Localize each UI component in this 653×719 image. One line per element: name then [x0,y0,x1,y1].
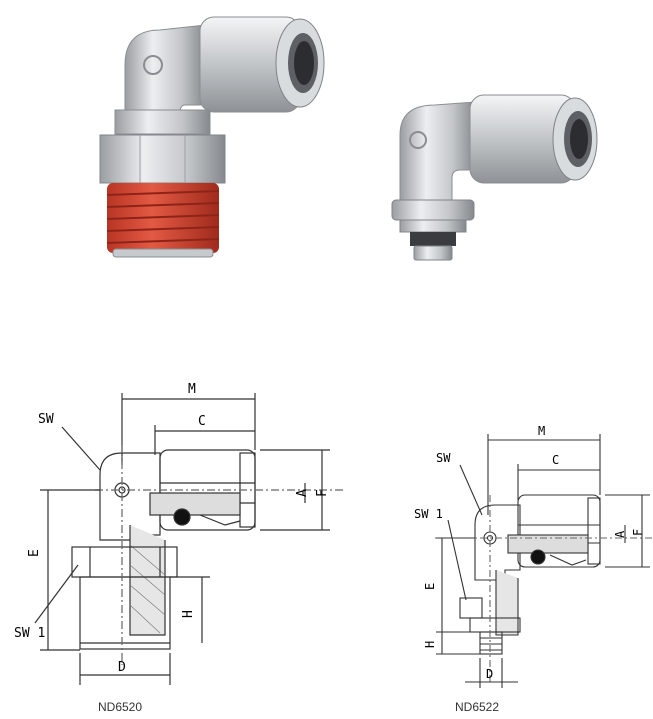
dim-label-m: M [188,382,196,397]
product-photo-nd6522 [391,94,598,261]
dim-label-sw: SW [38,412,54,427]
technical-drawing-nd6520: M C SW SW 1 A F E H D [14,382,345,685]
dim-label-sw1: SW 1 [14,626,45,641]
dim-label-sw1: SW 1 [414,507,443,521]
dim-label-d: D [118,660,126,675]
dim-label-f: F [631,529,645,536]
dim-label-c: C [198,414,206,429]
dim-label-a: A [613,530,627,538]
dim-label-f: F [315,489,330,497]
technical-drawing-nd6522: M C SW SW 1 A F E H D [414,424,653,688]
caption-nd6520: ND6520 [98,700,143,714]
dim-label-m: M [538,424,545,438]
dim-label-e: E [423,583,437,590]
dim-label-a: A [295,489,310,497]
dim-label-h: H [423,641,437,648]
product-photo-nd6520 [99,16,325,258]
caption-nd6522: ND6522 [455,700,500,714]
dim-label-sw: SW [436,451,451,465]
dim-label-c: C [552,453,559,467]
dim-label-d: D [486,667,493,681]
dim-label-e: E [27,549,42,557]
dim-label-h: H [181,610,196,618]
